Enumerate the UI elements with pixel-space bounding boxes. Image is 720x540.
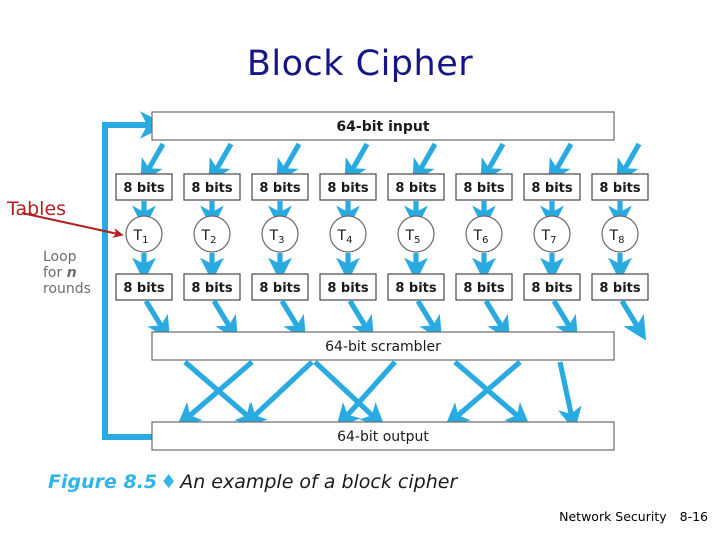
footer-page-number: 8-16 [679,509,708,524]
figure-caption-text: An example of a block cipher [180,471,458,493]
scrambler-box: 64-bit scrambler [151,331,615,361]
bit-box: 8 bits [251,173,309,201]
scrambler-to-output-arrows [176,360,582,432]
bit-box-label: 8 bits [599,281,641,296]
table-circle-label: T2 [201,228,217,246]
table-sub: 2 [210,235,216,246]
bit-box-label: 8 bits [327,281,369,296]
bit-box-label: 8 bits [191,181,233,196]
loop-label: Loop for n rounds [43,249,91,297]
loop-label-n: n [67,265,77,281]
loop-back-arrow [102,111,168,440]
table-circle: T4 [329,215,367,253]
figure-caption-number: Figure 8.5 [48,471,158,493]
bit-box-label: 8 bits [327,181,369,196]
table-base: T [405,228,415,244]
table-circle: T5 [397,215,435,253]
bit-box-label: 8 bits [259,181,301,196]
bit-box-label: 8 bits [395,281,437,296]
bit-box-label: 8 bits [531,181,573,196]
block-cipher-diagram: Loop for n rounds 64-bit input [0,100,720,470]
table-to-bits-arrows [132,253,632,282]
scrambler-box-label: 64-bit scrambler [325,339,441,355]
input-to-bits-arrows [140,142,642,184]
table-base: T [609,228,619,244]
output-box-label: 64-bit output [337,429,429,445]
table-circles: T1 T2 T3 T4 [125,215,639,253]
table-circle: T8 [601,215,639,253]
tables-annotation-label: Tables [7,198,67,220]
bit-box: 8 bits [387,273,445,301]
bit-box-label: 8 bits [463,181,505,196]
bit-box-label: 8 bits [259,281,301,296]
output-box: 64-bit output [151,421,615,451]
input-box-label: 64-bit input [336,119,429,135]
loop-label-line3: rounds [43,281,91,297]
tables-pointer-arrow [21,211,124,238]
table-sub: 8 [618,235,624,246]
bit-box: 8 bits [183,173,241,201]
table-sub: 4 [346,235,352,246]
table-sub: 1 [142,235,148,246]
table-circle: T3 [261,215,299,253]
table-circle-label: T7 [541,228,557,246]
bit-box: 8 bits [523,173,581,201]
bit-box: 8 bits [319,273,377,301]
table-circle-label: T8 [609,228,625,246]
loop-label-for: for [43,265,67,281]
table-circle: T1 [125,215,163,253]
figure-caption-diamond-icon: ♦ [160,471,178,493]
table-circle: T2 [193,215,231,253]
bits-to-scrambler-arrows [143,299,647,341]
diagram-svg: Loop for n rounds 64-bit input [21,111,649,451]
bit-box: 8 bits [387,173,445,201]
bit-box-label: 8 bits [463,281,505,296]
table-circle-label: T4 [337,228,353,246]
bit-box-label: 8 bits [531,281,573,296]
table-circle: T7 [533,215,571,253]
figure-caption: Figure 8.5♦An example of a block cipher [48,471,457,493]
bit-box: 8 bits [591,173,649,201]
table-base: T [133,228,143,244]
bit-box-label: 8 bits [191,281,233,296]
table-base: T [201,228,211,244]
bit-box: 8 bits [115,173,173,201]
table-circle-label: T6 [473,228,489,246]
bit-box: 8 bits [183,273,241,301]
slide-footer: Network Security 8-16 [559,509,708,524]
bit-box: 8 bits [251,273,309,301]
table-base: T [269,228,279,244]
table-circle-label: T1 [133,228,149,246]
footer-course-label: Network Security [559,509,667,524]
bits-to-table-arrows [132,201,632,230]
input-box: 64-bit input [151,111,615,141]
bit-box: 8 bits [523,273,581,301]
table-sub: 5 [414,235,420,246]
table-base: T [337,228,347,244]
table-circle-label: T3 [269,228,285,246]
bit-box: 8 bits [591,273,649,301]
table-base: T [473,228,483,244]
bit-box: 8 bits [115,273,173,301]
page-title: Block Cipher [246,44,474,84]
table-base: T [541,228,551,244]
loop-label-line1: Loop [43,249,77,265]
bit-box: 8 bits [455,173,513,201]
bit-box: 8 bits [455,273,513,301]
table-sub: 3 [278,235,284,246]
bit-box-label: 8 bits [123,181,165,196]
table-circle-label: T5 [405,228,421,246]
top-bit-boxes: 8 bits 8 bits 8 bits 8 bits 8 bits [115,173,649,201]
table-sub: 6 [482,235,488,246]
bit-box: 8 bits [319,173,377,201]
table-sub: 7 [550,235,556,246]
bit-box-label: 8 bits [395,181,437,196]
bottom-bit-boxes: 8 bits 8 bits 8 bits 8 bits 8 bits [115,273,649,301]
bit-box-label: 8 bits [123,281,165,296]
bit-box-label: 8 bits [599,181,641,196]
loop-label-line2: for n [43,265,77,281]
table-circle: T6 [465,215,503,253]
